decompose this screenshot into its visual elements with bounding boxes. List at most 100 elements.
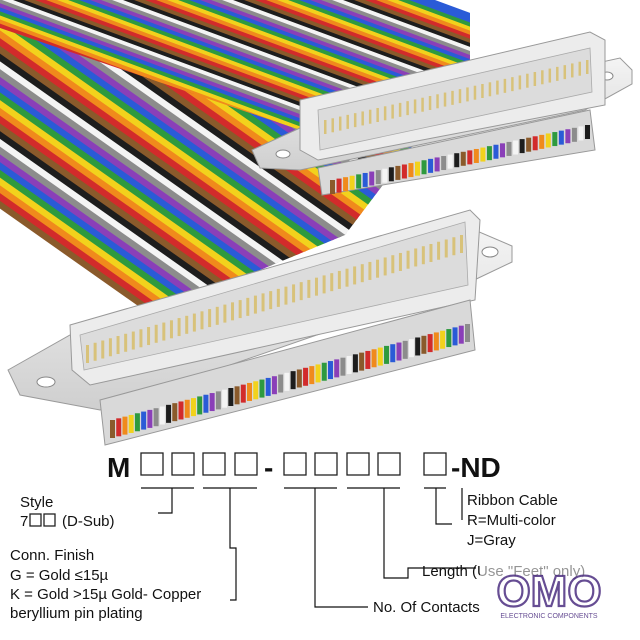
field-box bbox=[423, 452, 447, 476]
connector-pin bbox=[437, 241, 441, 260]
wire-end bbox=[421, 335, 427, 354]
finish-title: Conn. Finish bbox=[10, 547, 94, 564]
connector-pin bbox=[215, 306, 219, 325]
finish-label: Conn. Finish G = Gold ≤15µ K = Gold >15µ… bbox=[10, 547, 201, 622]
connector-pin bbox=[185, 315, 189, 334]
part-number: M - -ND bbox=[107, 452, 501, 483]
wire-end bbox=[421, 160, 427, 175]
wire-end bbox=[395, 165, 401, 180]
wire-end bbox=[365, 350, 371, 369]
wire-end bbox=[296, 369, 302, 388]
connector-pin bbox=[261, 293, 265, 312]
connector-pin bbox=[503, 78, 507, 93]
connector-pin bbox=[466, 87, 469, 102]
finish-line1: G = Gold ≤15µ bbox=[10, 567, 109, 584]
connector-pin bbox=[269, 291, 273, 310]
finish-line3: beryllium pin plating bbox=[10, 605, 143, 622]
wire-end bbox=[401, 164, 407, 179]
wire-end bbox=[349, 175, 355, 190]
wire-end bbox=[290, 371, 296, 390]
wire-end bbox=[303, 367, 309, 386]
wire-end bbox=[460, 151, 466, 166]
connector-pin bbox=[526, 73, 529, 88]
connector-pin bbox=[139, 329, 143, 348]
ribbon-wire bbox=[0, 28, 238, 334]
wire-end bbox=[427, 334, 433, 353]
wire-end bbox=[362, 172, 368, 187]
wire-end bbox=[240, 384, 246, 403]
field-box bbox=[234, 452, 258, 476]
connector-pin bbox=[571, 63, 574, 78]
wire-end bbox=[500, 143, 505, 158]
connector-pin bbox=[322, 275, 326, 294]
wire-end bbox=[571, 127, 577, 142]
wire-end bbox=[336, 178, 342, 193]
ribbon-line1: R=Multi-color bbox=[467, 512, 556, 529]
wire-end bbox=[253, 381, 259, 400]
wire-end bbox=[359, 352, 365, 371]
wire-end bbox=[309, 366, 315, 385]
wire-end bbox=[247, 382, 253, 401]
field-box bbox=[202, 452, 226, 476]
wire-end bbox=[134, 413, 140, 432]
wire-end bbox=[116, 418, 122, 437]
connector-pin bbox=[458, 89, 462, 104]
part-suffix: -ND bbox=[451, 452, 501, 483]
connector-pin bbox=[548, 68, 552, 83]
wire-end bbox=[415, 337, 421, 356]
style-value-prefix: 7 bbox=[20, 513, 28, 530]
connector-pin bbox=[376, 259, 380, 278]
connector-pin bbox=[192, 313, 196, 332]
wire-end bbox=[565, 129, 571, 144]
connector-pin bbox=[406, 250, 410, 269]
wire-end bbox=[346, 356, 352, 374]
wire-end bbox=[215, 391, 221, 410]
wire-end bbox=[402, 340, 408, 359]
wire-end bbox=[390, 344, 396, 363]
field-box bbox=[29, 513, 42, 527]
wire-end bbox=[493, 144, 499, 159]
connector-pin bbox=[93, 342, 97, 361]
ribbon-wire bbox=[0, 28, 227, 334]
wire-end bbox=[228, 388, 234, 406]
wire-end bbox=[327, 361, 333, 380]
connector-pin bbox=[360, 264, 364, 283]
connector-pin bbox=[383, 257, 387, 276]
connector-pin bbox=[413, 99, 417, 114]
ribbon-wire bbox=[0, 28, 293, 334]
connector-pin bbox=[231, 302, 235, 321]
connector-pin bbox=[124, 333, 128, 352]
connector-pin bbox=[361, 111, 364, 126]
wire-end bbox=[271, 376, 277, 395]
connector-pin bbox=[131, 331, 135, 350]
contacts-label: No. Of Contacts bbox=[373, 599, 480, 616]
connector-pin bbox=[383, 106, 387, 121]
connector-pin bbox=[353, 266, 357, 285]
connector-pin bbox=[338, 116, 342, 131]
wire-end bbox=[585, 125, 590, 139]
connector-pin bbox=[154, 324, 158, 343]
wire-end bbox=[178, 401, 184, 420]
wire-end bbox=[278, 374, 284, 393]
ribbon-wire bbox=[0, 28, 216, 334]
wire-end bbox=[375, 170, 381, 185]
connector-pin bbox=[421, 246, 425, 265]
connector-pin bbox=[200, 311, 204, 330]
connector-pin bbox=[169, 320, 173, 339]
field-box bbox=[346, 452, 370, 476]
wire-end bbox=[190, 398, 196, 417]
wire-end bbox=[486, 146, 492, 161]
wire-end bbox=[532, 136, 538, 151]
wire-end bbox=[506, 141, 512, 156]
connector-pin bbox=[331, 118, 334, 133]
wire-end bbox=[545, 133, 551, 148]
finish-line2: K = Gold >15µ Gold- Copper bbox=[10, 586, 201, 603]
connector-pin bbox=[314, 277, 318, 296]
wire-end bbox=[415, 161, 420, 176]
wire-end bbox=[369, 171, 375, 186]
connector-pin bbox=[556, 66, 559, 81]
connector-pin bbox=[147, 327, 151, 346]
connector-pin bbox=[541, 70, 544, 85]
field-box bbox=[171, 452, 195, 476]
connector-pin bbox=[299, 282, 303, 301]
